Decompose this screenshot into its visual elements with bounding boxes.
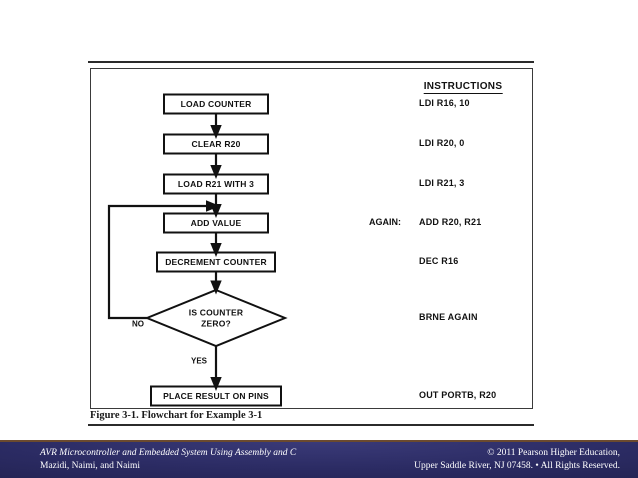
instructions-column: INSTRUCTIONS LDI R16, 10 LDI R20, 0 LDI …	[341, 69, 534, 410]
footer-book-authors: Mazidi, Naimi, and Naimi	[40, 460, 140, 471]
instruction-row: OUT PORTB, R20	[341, 390, 534, 404]
node-label-add-value: ADD VALUE	[190, 218, 242, 228]
instruction-row: DEC R16	[341, 256, 534, 270]
top-horizontal-rule	[88, 61, 534, 63]
instruction-text: BRNE AGAIN	[419, 312, 478, 322]
instruction-row: LDI R21, 3	[341, 178, 534, 192]
branch-label-yes: YES	[190, 356, 208, 366]
node-label-load-r21-with-3: LOAD R21 WITH 3	[177, 179, 255, 189]
caption-horizontal-rule	[88, 424, 534, 426]
node-label-load-counter: LOAD COUNTER	[180, 99, 252, 109]
instruction-row: BRNE AGAIN	[341, 312, 534, 326]
footer-book-credit: AVR Microcontroller and Embedded System …	[40, 447, 296, 473]
instruction-row: LDI R16, 10	[341, 98, 534, 112]
instruction-text: LDI R20, 0	[419, 138, 465, 148]
instruction-text: DEC R16	[419, 256, 459, 266]
slide-footer: AVR Microcontroller and Embedded System …	[0, 440, 638, 478]
node-label-place-result-on-pins: PLACE RESULT ON PINS	[163, 391, 269, 401]
node-label-is-counter-zero: IS COUNTER ZERO?	[188, 307, 244, 328]
node-label-decrement-counter: DECREMENT COUNTER	[165, 257, 267, 267]
figure-frame: LOAD COUNTER CLEAR R20 LOAD R21 WITH 3 A…	[90, 68, 533, 409]
figure-caption: Figure 3-1. Flowchart for Example 3-1	[90, 410, 263, 421]
footer-copyright-line1: © 2011 Pearson Higher Education,	[487, 448, 620, 458]
instruction-row: LDI R20, 0	[341, 138, 534, 152]
instruction-text: ADD R20, R21	[419, 217, 482, 227]
instruction-tag-again: AGAIN:	[369, 217, 401, 227]
instruction-text: OUT PORTB, R20	[419, 390, 497, 400]
footer-copyright: © 2011 Pearson Higher Education, Upper S…	[414, 447, 620, 473]
instruction-text: LDI R16, 10	[419, 98, 470, 108]
node-label-clear-r20: CLEAR R20	[191, 139, 241, 149]
instruction-row: AGAIN: ADD R20, R21	[341, 217, 534, 231]
flowchart-diagram: LOAD COUNTER CLEAR R20 LOAD R21 WITH 3 A…	[91, 69, 534, 410]
instructions-heading: INSTRUCTIONS	[423, 81, 503, 94]
instruction-text: LDI R21, 3	[419, 178, 465, 188]
slide-content-area: LOAD COUNTER CLEAR R20 LOAD R21 WITH 3 A…	[88, 61, 534, 426]
footer-copyright-line2: Upper Saddle River, NJ 07458. • All Righ…	[414, 460, 620, 471]
branch-label-no: NO	[132, 319, 144, 329]
flowchart-shapes	[107, 93, 288, 407]
footer-book-title: AVR Microcontroller and Embedded System …	[40, 448, 297, 458]
edge-decision-no-loopback	[107, 200, 221, 320]
